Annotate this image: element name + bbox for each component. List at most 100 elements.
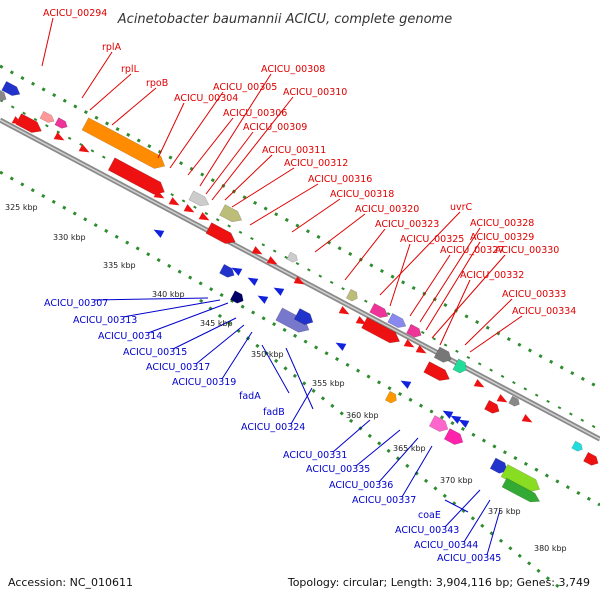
gene-block-red [583,451,599,466]
leader-line [169,91,224,169]
ruler-layer [0,64,600,590]
reverse-gene-label: ACICU_00313 [73,315,137,326]
kbp-tick-label: 330 kbp [53,233,86,242]
forward-arrow-3 [153,190,165,199]
forward-gene-label: uvrC [450,202,473,213]
leader-line [425,241,481,331]
leader-line [444,499,469,513]
forward-gene-label: ACICU_00333 [502,289,566,300]
forward-arrow-8 [266,256,278,265]
reverse-gene-label: fadB [263,407,285,418]
kbp-tick-label: 325 kbp [5,203,38,212]
gene-block-rpob [81,117,166,169]
gene-block-lavender [387,313,407,328]
kbp-tick-label: 375 kbp [488,507,521,516]
forward-gene-label: ACICU_00311 [262,145,326,156]
forward-gene-label: ACICU_00309 [243,122,307,133]
forward-arrow-12 [403,339,415,348]
leader-line [195,324,245,365]
leader-line [205,131,254,195]
leader-line [261,344,290,394]
gene-block-red [205,222,236,244]
leader-line [378,437,419,483]
kbp-tick-label: 340 kbp [152,290,185,299]
forward-gene-label: rpoB [146,78,168,89]
leader-line [224,154,273,201]
gene-block-teal [452,358,467,374]
gene-block-darkgreen [501,477,541,503]
leader-line [389,243,411,307]
leader-line [172,317,237,350]
reverse-arrow-0 [153,229,165,238]
map-title: Acinetobacter baumannii ACICU, complete … [117,12,452,27]
forward-gene-label: ACICU_00308 [261,64,325,75]
forward-arrow-5 [183,204,195,213]
gene-block-green [500,464,540,493]
reverse-gene-label: ACICU_00315 [123,347,187,358]
reverse-gene-label: ACICU_00344 [414,540,478,551]
gene-block-magenta [54,117,68,129]
leader-line [291,198,341,233]
reverse-gene-label: coaE [418,510,441,521]
leader-line [463,499,491,543]
gene-layer [0,81,599,503]
gene-labels: ACICU_00294rplArplLrpoBACICU_00304ACICU_… [43,8,576,564]
kbp-tick-label: 335 kbp [103,261,136,270]
gene-block-magenta [443,428,464,445]
leader-line [355,429,401,467]
genome-info-text: Topology: circular; Length: 3,904,116 bp… [287,576,590,589]
forward-gene-label: ACICU_00320 [355,204,419,215]
label-leader-lines [41,17,523,556]
leader-line [187,117,234,176]
forward-arrow-6 [198,212,210,221]
leader-line [419,227,481,323]
leader-line [379,211,461,296]
gene-block-cyan [571,440,583,452]
leader-line [285,347,314,410]
leader-line [249,183,319,226]
forward-arrow-1 [53,132,65,141]
gene-block-blue [489,457,508,474]
forward-arrow-10 [338,306,350,315]
forward-arrow-14 [473,379,485,388]
gene-block-red [423,361,450,381]
leader-line [41,17,54,67]
leader-line [122,299,221,318]
leader-line [486,509,501,556]
gene-block-grey [0,87,7,102]
forward-gene-label: ACICU_00304 [174,93,238,104]
leader-line [89,73,132,111]
forward-arrow-15 [496,394,508,403]
reverse-arrow-7 [442,410,454,419]
leader-line [344,228,386,281]
forward-gene-label: ACICU_00327 [440,245,504,256]
kbp-tick-label: 380 kbp [534,544,567,553]
reverse-gene-label: ACICU_00343 [395,525,459,536]
gene-block-magenta [369,303,389,318]
leader-line [111,87,157,126]
kbp-tick-label: 350 kbp [251,350,284,359]
gene-block-red [361,316,401,344]
forward-arrow-11 [355,316,367,325]
gene-block-navy [230,290,244,304]
gene-block-darkgrey [433,346,452,363]
kbp-tick-label: 360 kbp [346,411,379,420]
forward-arrow-4 [168,197,180,206]
reverse-gene-label: ACICU_00319 [172,377,236,388]
leader-line [231,167,295,208]
forward-arrow-13 [415,345,427,354]
leader-line [314,213,366,253]
forward-arrow-0 [11,116,23,125]
reverse-gene-label: ACICU_00336 [329,480,393,491]
accession-text: Accession: NC_010611 [8,576,133,589]
leader-line [439,279,471,346]
reverse-gene-label: ACICU_00331 [283,450,347,461]
leader-line [81,51,113,99]
reverse-arrow-9 [458,419,470,428]
gene-block-pink [39,110,55,123]
reverse-arrow-6 [400,380,412,389]
forward-gene-label: ACICU_00330 [495,245,559,256]
forward-gene-label: ACICU_00329 [470,232,534,243]
forward-gene-label: rplL [121,64,140,75]
forward-gene-label: ACICU_00306 [223,108,287,119]
